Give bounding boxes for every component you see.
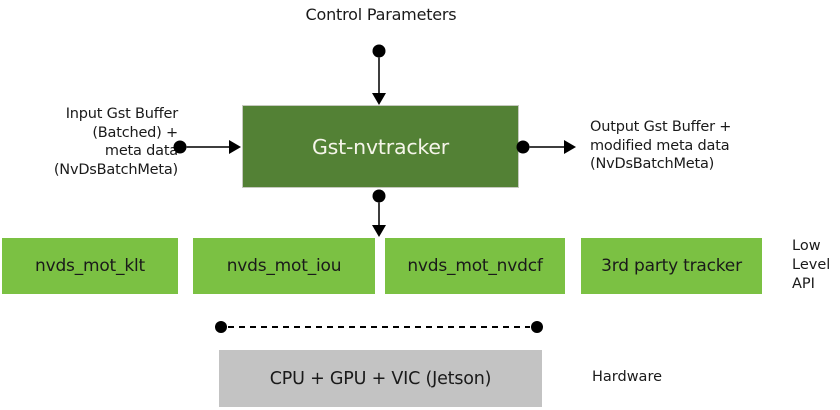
output-buffer-label-line: Output Gst Buffer + — [590, 119, 732, 135]
input-buffer-arrow — [173, 140, 241, 154]
output-buffer-label-line: (NvDsBatchMeta) — [590, 156, 715, 172]
input-buffer-label-line: (Batched) + — [92, 124, 178, 141]
input-buffer-label-line: (NvDsBatchMeta) — [53, 161, 178, 178]
low-level-api-label-line: Low — [792, 238, 821, 254]
low-level-api-label-line: API — [792, 276, 815, 292]
output-buffer-label-line: modified meta data — [590, 137, 730, 154]
output-buffer-arrow — [516, 140, 576, 154]
gst-nvtracker-box: Gst-nvtracker — [242, 105, 519, 188]
gst-nvtracker-box-label: Gst-nvtracker — [311, 134, 449, 159]
input-buffer-label-line: meta data — [104, 143, 178, 159]
low-level-api-label: Low Level API — [792, 237, 830, 294]
box-3rd-party-tracker: 3rd party tracker — [581, 238, 762, 294]
box-nvds-mot-klt-label: nvds_mot_klt — [35, 256, 145, 276]
lowlevel-to-hardware-dashed-connector — [215, 321, 543, 333]
box-nvds-mot-nvdcf: nvds_mot_nvdcf — [385, 238, 565, 294]
box-nvds-mot-nvdcf-label: nvds_mot_nvdcf — [407, 256, 543, 276]
box-3rd-party-tracker-label: 3rd party tracker — [601, 256, 742, 276]
low-level-api-label-line: Level — [792, 257, 831, 273]
input-buffer-label: Input Gst Buffer (Batched) + meta data (… — [16, 105, 178, 179]
tracker-to-lowlevel-arrow — [372, 189, 386, 237]
box-nvds-mot-iou-label: nvds_mot_iou — [226, 256, 342, 276]
box-nvds-mot-iou: nvds_mot_iou — [193, 238, 375, 294]
box-nvds-mot-klt: nvds_mot_klt — [2, 238, 178, 294]
control-params-down-arrow — [372, 44, 386, 105]
hardware-label: Hardware — [592, 369, 663, 385]
hardware-box: CPU + GPU + VIC (Jetson) — [219, 350, 542, 407]
output-buffer-label: Output Gst Buffer + modified meta data (… — [590, 118, 780, 174]
control-parameters-label: Control Parameters — [305, 5, 457, 24]
input-buffer-label-line: Input Gst Buffer — [65, 106, 178, 122]
hardware-box-label: CPU + GPU + VIC (Jetson) — [269, 368, 492, 389]
